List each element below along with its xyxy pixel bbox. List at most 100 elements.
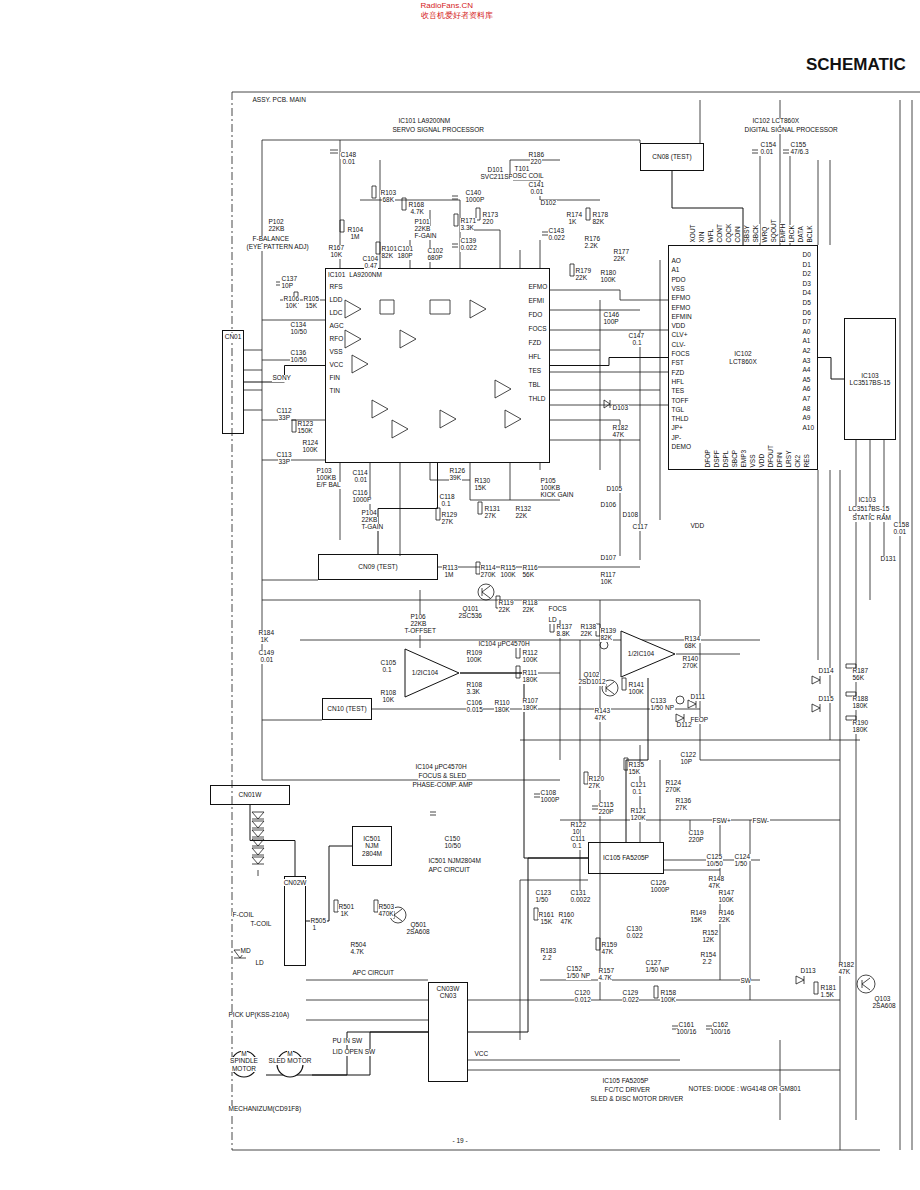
- component-label: 1K: [568, 219, 577, 226]
- component-label: 47/6.3: [790, 149, 809, 156]
- component-label: 1K: [260, 637, 269, 644]
- schematic-wire: [857, 975, 875, 993]
- component-label: P106: [410, 614, 426, 621]
- pin-name: EFMIN: [671, 314, 692, 321]
- component-label: R103: [380, 190, 397, 197]
- block-label: FEOP: [690, 717, 709, 724]
- component-label: 1/50 NP: [650, 705, 675, 712]
- component-label: C133: [650, 698, 667, 705]
- connector: CN02W: [284, 876, 306, 966]
- component-label: 68K: [684, 643, 697, 650]
- component-label: R188: [852, 696, 869, 703]
- signal-wire: [468, 858, 588, 1032]
- pin-name: EFMO: [528, 284, 548, 291]
- component-label: 100K: [302, 447, 318, 454]
- component-label: C150: [444, 836, 461, 843]
- pin-name: FZD: [671, 370, 685, 377]
- block-label: LID OPEN SW: [332, 1049, 376, 1056]
- part-name: IC103: [861, 372, 878, 379]
- component-label: R105: [303, 296, 320, 303]
- component-label: C162: [712, 1022, 729, 1029]
- pin-name: JP-: [671, 435, 682, 442]
- component-label: R120: [588, 776, 605, 783]
- component-label: R113: [442, 565, 458, 572]
- pin-name: THLD: [671, 416, 689, 423]
- component-label: R180: [600, 270, 617, 277]
- component-label: 100KB: [316, 475, 337, 482]
- component-label: 220P: [598, 809, 614, 816]
- component-label: R130: [474, 478, 491, 485]
- pin-name: A10: [802, 425, 815, 432]
- block-label: F-COIL: [232, 912, 254, 919]
- component-label: D103: [612, 405, 629, 412]
- block-label: - 19 -: [452, 1138, 468, 1145]
- schematic-wire: [478, 584, 494, 600]
- component-label: C147: [628, 333, 645, 340]
- signal-wire: [672, 171, 743, 245]
- component-label: 15K: [540, 919, 553, 926]
- component-label: 270K: [682, 663, 698, 670]
- component-label: R503: [378, 904, 395, 911]
- pin-name: XIN: [699, 231, 706, 243]
- component-label: T-GAIN: [361, 524, 384, 531]
- pin-name: FZD: [528, 340, 542, 347]
- component-label: R111: [522, 670, 538, 677]
- component-label: SW: [740, 978, 751, 985]
- block-label: T-COIL: [250, 921, 272, 928]
- component-label: C112: [276, 408, 292, 415]
- motor-symbol: MSLED MOTOR: [268, 1050, 312, 1100]
- component-label: 2SC536: [458, 613, 483, 620]
- component-label: C148: [340, 152, 357, 159]
- component-label: VCC: [474, 1051, 489, 1058]
- component-label: R136: [675, 798, 692, 805]
- component-label: 1.5K: [820, 992, 834, 999]
- pin-name: D6: [802, 310, 811, 317]
- component-label: E/F BAL: [316, 482, 341, 489]
- pin-name: SQOUT: [771, 219, 778, 243]
- pin-name: EFMO: [671, 295, 691, 302]
- component-label: 15K: [628, 769, 641, 776]
- pin-name: D0: [802, 252, 811, 259]
- component-label: R161: [538, 912, 555, 919]
- component-label: C115: [598, 802, 614, 809]
- component-label: 2SA608: [872, 1003, 896, 1010]
- block-label: IC101 LA9200NM: [398, 118, 451, 125]
- component-label: D108: [622, 512, 639, 519]
- part-name: IC501: [363, 835, 380, 842]
- component-label: C139: [460, 238, 477, 245]
- component-label: 39K: [449, 475, 462, 482]
- component-label: D105: [606, 486, 623, 493]
- opamp-triangle: 1/2IC104: [620, 630, 676, 678]
- component-label: C123: [535, 890, 552, 897]
- component-label: R190: [852, 720, 869, 727]
- block-label: VDD: [690, 523, 705, 530]
- component-label: 4.7K: [350, 949, 364, 956]
- component-label: 180K: [494, 707, 510, 714]
- component-label: C137: [281, 276, 298, 283]
- pin-name: FDO: [528, 312, 543, 319]
- component-label: 100K: [500, 572, 516, 579]
- ic-box: IC102LCT860X: [668, 245, 818, 470]
- schematic-wire: [394, 586, 870, 990]
- pin-name: BCLK: [807, 225, 814, 243]
- component-label: P104: [361, 510, 377, 517]
- opamp-outline: [621, 631, 675, 677]
- pin-name: A6: [802, 386, 811, 393]
- component-label: 1M: [350, 234, 360, 241]
- component-label: 270K: [480, 572, 496, 579]
- signal-wire: [378, 463, 438, 554]
- component-label: R101: [381, 246, 398, 253]
- connector: CN03WCN03: [428, 982, 468, 1082]
- pin-name: D2: [802, 271, 811, 278]
- component-label: 220: [530, 159, 542, 166]
- component-label: F-GAIN: [414, 233, 437, 240]
- component-label: 100K: [522, 657, 538, 664]
- component-label: R174: [566, 212, 583, 219]
- pin-name: CLV+: [671, 332, 688, 339]
- component-label: 10/50: [290, 329, 307, 336]
- pin-name: VDD: [671, 323, 686, 330]
- component-label: 47K: [708, 883, 721, 890]
- component-label: R176: [584, 236, 601, 243]
- part-name: CN09 (TEST): [358, 563, 397, 570]
- component-label: R152: [702, 930, 719, 937]
